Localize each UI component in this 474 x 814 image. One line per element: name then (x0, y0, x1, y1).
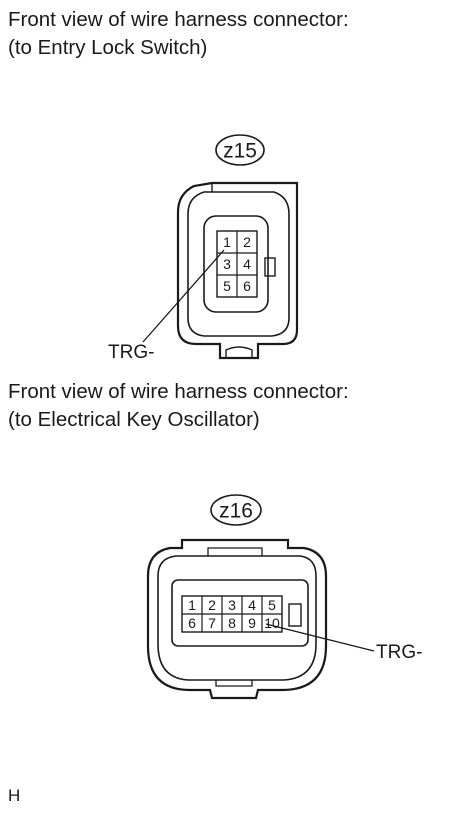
connector2-caption-line2: (to Electrical Key Oscillator) (8, 408, 260, 431)
z16-pin-10: 10 (264, 615, 280, 631)
z15-bottom-key (225, 346, 253, 358)
z15-housing-inner (187, 191, 290, 337)
z15-housing-outer (176, 181, 299, 360)
z16-tag-oval (210, 494, 262, 526)
connector-z16: z16 (146, 494, 375, 700)
z16-pin-9: 9 (248, 615, 256, 631)
z15-pin-6: 6 (243, 278, 251, 294)
corner-mark: H (8, 786, 21, 805)
connector-z15: z15 (142, 134, 299, 360)
z15-tag-text: z15 (223, 140, 257, 163)
z15-pin-2: 2 (243, 234, 251, 250)
connector2-caption-line1: Front view of wire harness connector: (8, 380, 349, 403)
z16-pin-1: 1 (188, 597, 196, 613)
z16-pin-8: 8 (228, 615, 236, 631)
z16-top-tab (207, 547, 263, 556)
z16-pin-6: 6 (188, 615, 196, 631)
z15-pin-4: 4 (243, 256, 251, 272)
z15-side-latch (264, 257, 276, 277)
z16-pin-5: 5 (268, 597, 276, 613)
z16-bottom-key (215, 680, 253, 687)
z16-leader-line (265, 623, 375, 652)
z15-pin-5: 5 (223, 278, 231, 294)
z15-pin-1: 1 (223, 234, 231, 250)
z15-pin-3: 3 (223, 256, 231, 272)
z16-pin-2: 2 (208, 597, 216, 613)
z15-signal-label: TRG- (108, 342, 154, 363)
z15-pin-block-outline (203, 215, 269, 313)
z16-signal-label: TRG- (376, 642, 422, 663)
z15-tag-oval (215, 134, 265, 166)
z16-side-latch (288, 603, 302, 627)
z16-tag-text: z16 (219, 500, 253, 523)
z15-leader-line (142, 249, 225, 343)
z16-housing-inner (157, 555, 317, 681)
z16-housing-outer (146, 538, 328, 700)
z16-pin-block-outline (171, 579, 309, 647)
z16-pin-3: 3 (228, 597, 236, 613)
connector1-caption-line2: (to Entry Lock Switch) (8, 36, 208, 59)
connector1-caption-line1: Front view of wire harness connector: (8, 8, 349, 31)
z16-pin-4: 4 (248, 597, 256, 613)
z16-pin-7: 7 (208, 615, 216, 631)
